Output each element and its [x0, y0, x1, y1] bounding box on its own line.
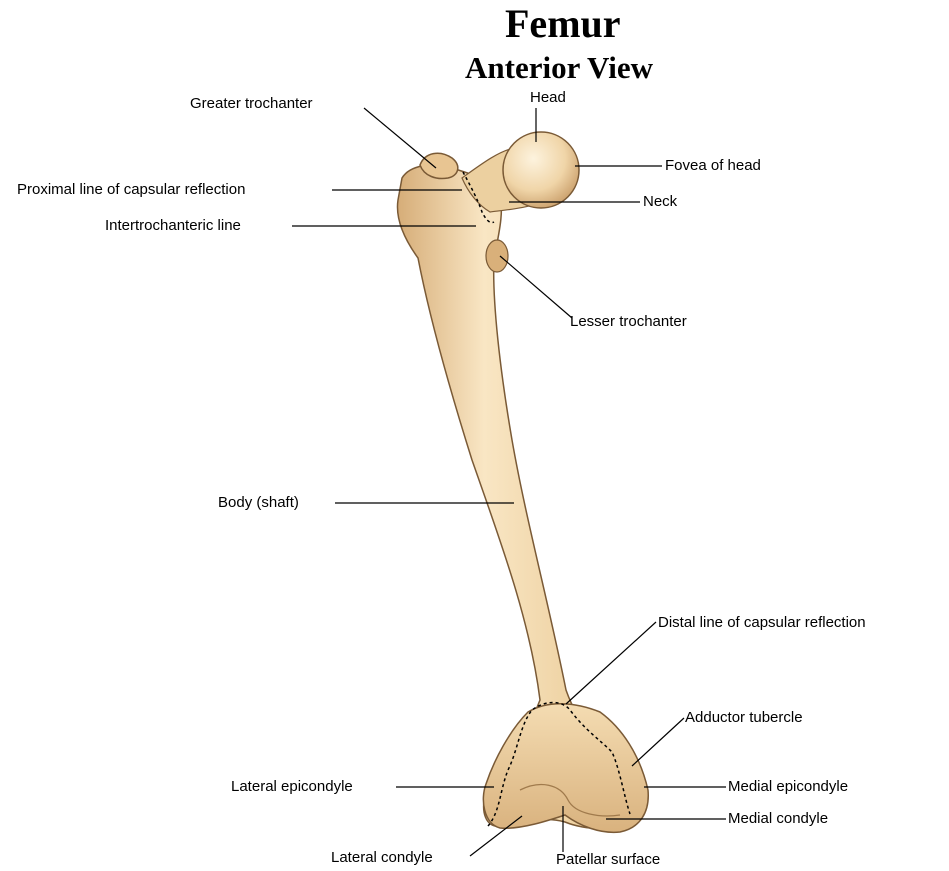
- label-patellar-surface: Patellar surface: [556, 851, 660, 869]
- lesser-trochanter-shape: [486, 240, 508, 272]
- label-lesser-trochanter: Lesser trochanter: [570, 313, 687, 331]
- label-proximal-line: Proximal line of capsular reflection: [17, 181, 245, 199]
- label-intertrochanteric-line: Intertrochanteric line: [105, 217, 241, 235]
- label-lateral-epicondyle: Lateral epicondyle: [231, 778, 353, 796]
- femur-bone: [397, 132, 648, 832]
- label-greater-trochanter: Greater trochanter: [190, 95, 313, 113]
- leader-greater-trochanter: [364, 108, 436, 168]
- label-medial-condyle: Medial condyle: [728, 810, 828, 828]
- label-fovea-of-head: Fovea of head: [665, 157, 761, 175]
- leader-distal-line: [566, 622, 656, 704]
- label-head: Head: [530, 89, 566, 107]
- leader-lesser-trochanter: [500, 256, 572, 318]
- label-lateral-condyle: Lateral condyle: [331, 849, 433, 867]
- label-neck: Neck: [643, 193, 677, 211]
- label-adductor-tubercle: Adductor tubercle: [685, 709, 803, 727]
- label-distal-line: Distal line of capsular reflection: [658, 614, 866, 632]
- femur-head-shape: [503, 132, 579, 208]
- label-body-shaft: Body (shaft): [218, 494, 299, 512]
- label-medial-epicondyle: Medial epicondyle: [728, 778, 848, 796]
- leader-adductor-tubercle: [632, 718, 684, 766]
- distal-femur-shape: [483, 704, 648, 833]
